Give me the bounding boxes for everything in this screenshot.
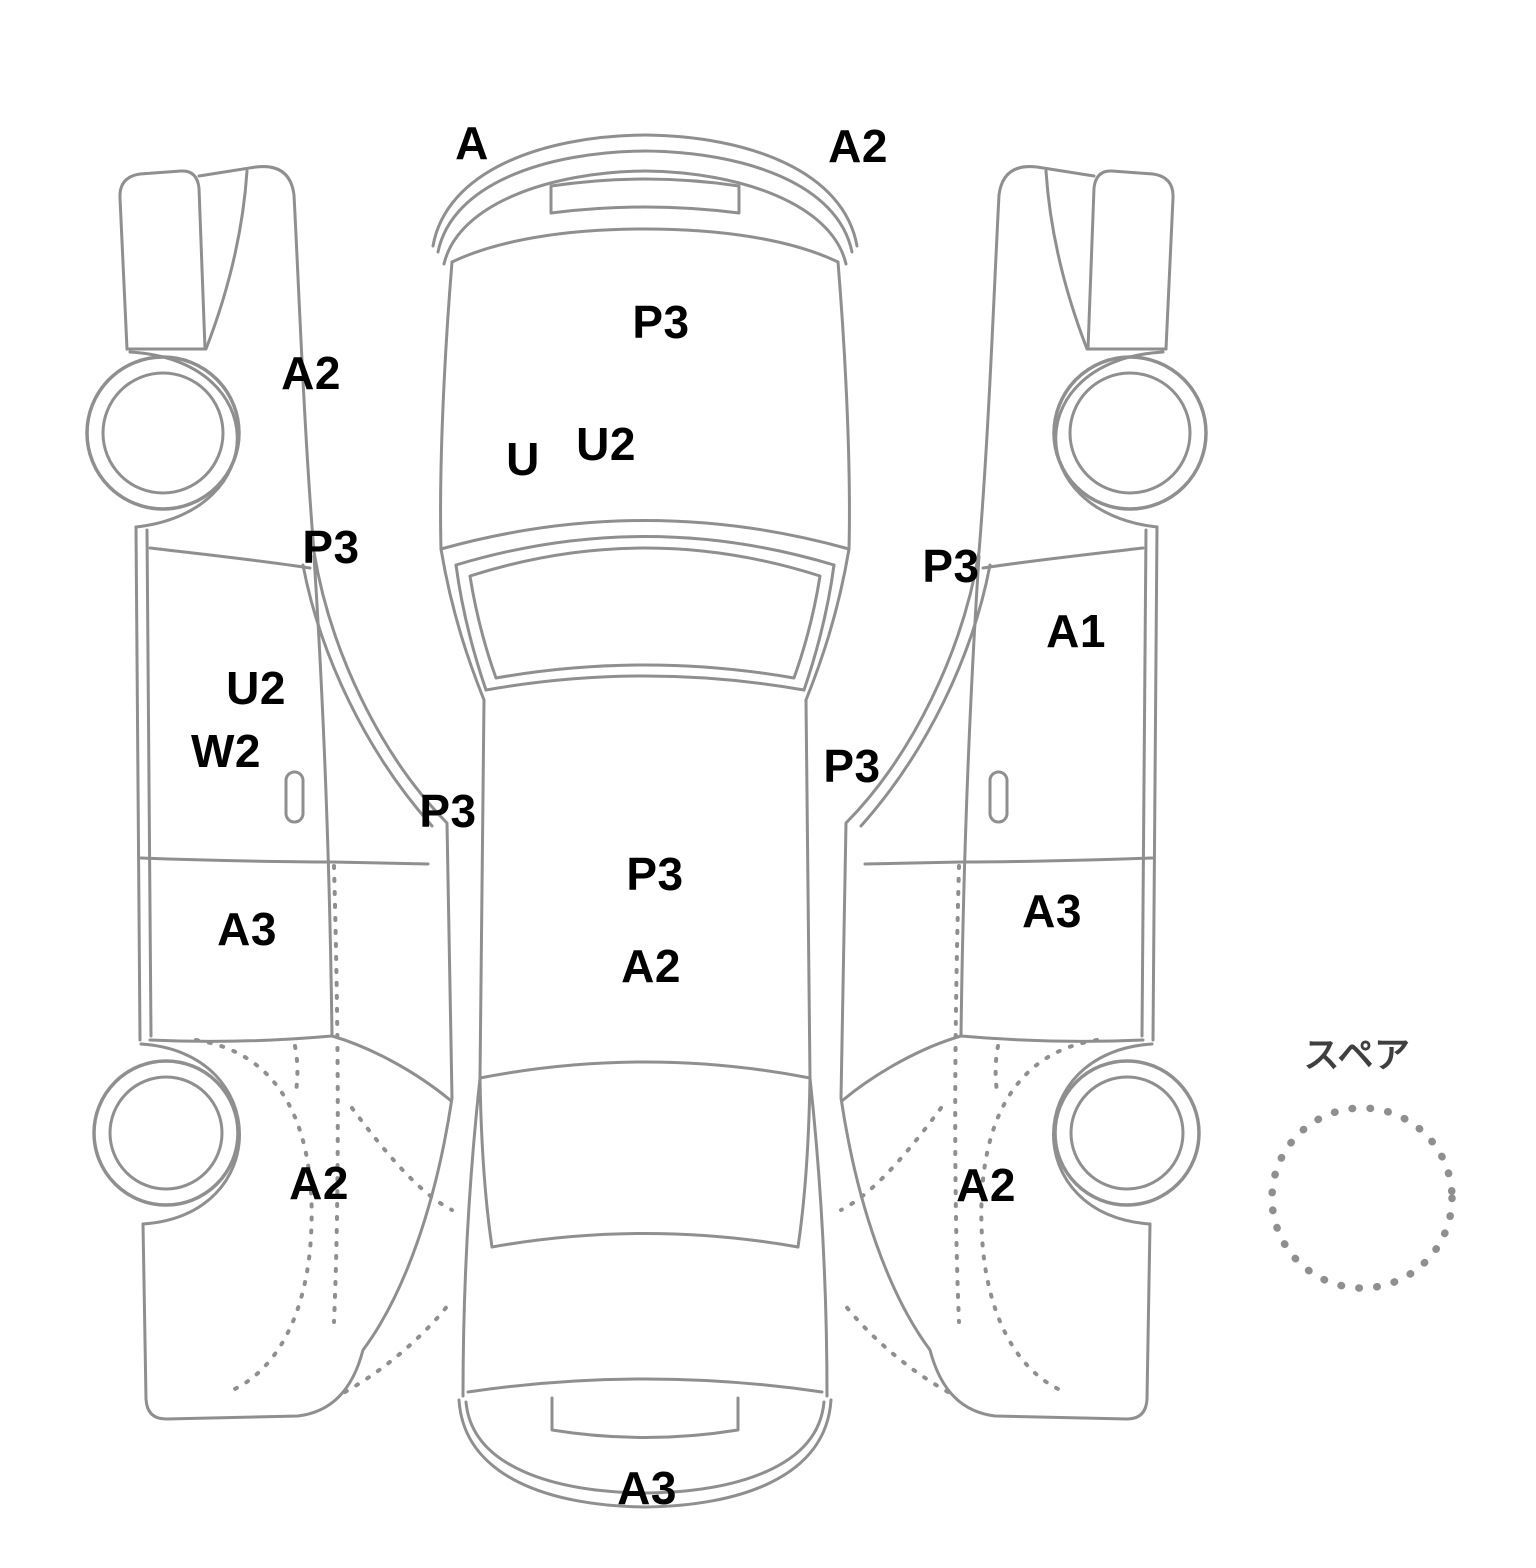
spare-tire-group — [1268, 1104, 1456, 1292]
roof-side-left — [478, 698, 486, 1080]
rocker-outer — [134, 525, 142, 1042]
front-wheel-rim — [101, 371, 225, 495]
hidden-trunk-line-lower — [343, 1298, 454, 1394]
quarter-panel-line — [330, 1034, 452, 1102]
front-wheel-tire — [85, 355, 241, 511]
windshield-side-right — [802, 563, 836, 692]
windshield-top — [454, 535, 836, 567]
windshield-side-left — [454, 563, 488, 692]
rear-door-edge — [148, 1034, 334, 1043]
top-view-outline — [431, 133, 859, 1509]
front-bumper-inner — [442, 169, 848, 266]
beltline — [312, 554, 334, 1038]
front-bumper-outer — [431, 133, 859, 248]
apillar-right — [804, 547, 851, 702]
left-side-view-outline — [85, 165, 454, 1421]
rear-bumper-inner — [464, 1400, 826, 1495]
rear-glass-side-right — [796, 1076, 812, 1249]
hood-rear-edge — [439, 519, 851, 551]
hidden-quarter-inner — [194, 1038, 314, 1394]
rear-glass-side-left — [478, 1076, 494, 1249]
hidden-bpillar-line — [332, 864, 340, 1324]
rear-wheel-rim — [108, 1075, 224, 1191]
roof-side-right — [804, 698, 812, 1080]
rear-quarter-right — [808, 1076, 829, 1398]
front-bumper-mid — [436, 149, 854, 254]
apillar-left — [439, 547, 486, 702]
front-grille — [549, 177, 741, 215]
rear-wheel-arch — [139, 1042, 241, 1226]
hidden-trunk-line-upper — [350, 1106, 454, 1212]
spare-tire-circle — [1268, 1104, 1456, 1292]
side-front-bumper — [118, 169, 207, 351]
right-side-view-outline — [839, 164, 1208, 1422]
side-fender-seam — [204, 169, 249, 351]
door-divider — [139, 856, 430, 866]
hidden-latch-mark — [293, 1044, 300, 1094]
side-windshield-line — [301, 563, 434, 828]
hood-front-edge — [450, 227, 840, 264]
trunk-rear-edge — [466, 1377, 824, 1394]
door-handle — [284, 770, 305, 824]
roof-rear-edge — [478, 1060, 812, 1080]
front-door-edge — [148, 546, 312, 570]
hood-side-right — [836, 260, 851, 551]
front-wheel-arch — [128, 350, 239, 529]
windshield-inner — [468, 546, 822, 680]
rear-license-recess — [550, 1396, 740, 1439]
rear-glass-bottom — [490, 1232, 800, 1249]
rear-wheel-tire — [92, 1059, 240, 1207]
side-silhouette — [141, 550, 454, 1421]
rear-quarter-left — [461, 1076, 482, 1398]
rocker-inner — [145, 528, 153, 1038]
hood-side-left — [439, 260, 454, 551]
rear-bumper-outer — [457, 1398, 833, 1509]
windshield-bottom — [484, 674, 806, 692]
side-front-fender — [197, 165, 316, 554]
